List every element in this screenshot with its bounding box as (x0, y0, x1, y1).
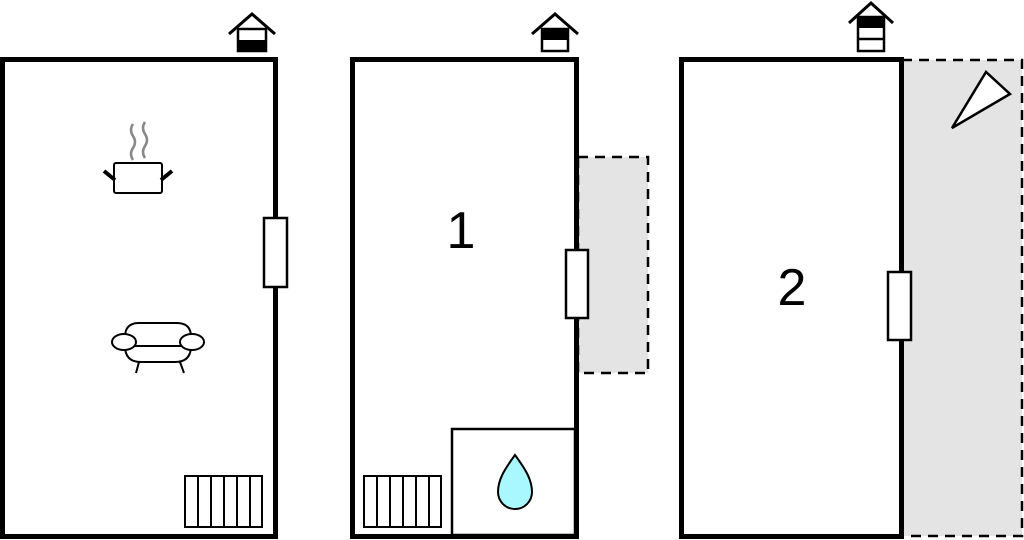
terrace-area (576, 155, 650, 375)
door-first (564, 248, 590, 320)
house-level-ground-icon (228, 12, 276, 53)
water-drop-icon (496, 453, 534, 510)
balcony-area (900, 58, 1024, 538)
stairs-ground-icon (184, 475, 263, 528)
floor-ground (0, 12, 289, 539)
stairs-first-icon (363, 475, 442, 528)
kitchen-pot-icon (102, 121, 174, 194)
terrace-triangle-icon (950, 70, 1013, 130)
room-label-1: 1 (447, 202, 476, 260)
house-level-first-icon (531, 12, 579, 53)
wall-second-floor (679, 57, 904, 539)
floor-second: 2 (679, 0, 1024, 539)
door-ground (262, 216, 289, 289)
room-label-2: 2 (778, 259, 807, 317)
sofa-icon (111, 322, 205, 374)
floor-first: 1 (350, 12, 650, 539)
door-second (886, 270, 913, 342)
house-level-second-icon (847, 0, 895, 53)
wall-ground-floor (0, 57, 278, 539)
